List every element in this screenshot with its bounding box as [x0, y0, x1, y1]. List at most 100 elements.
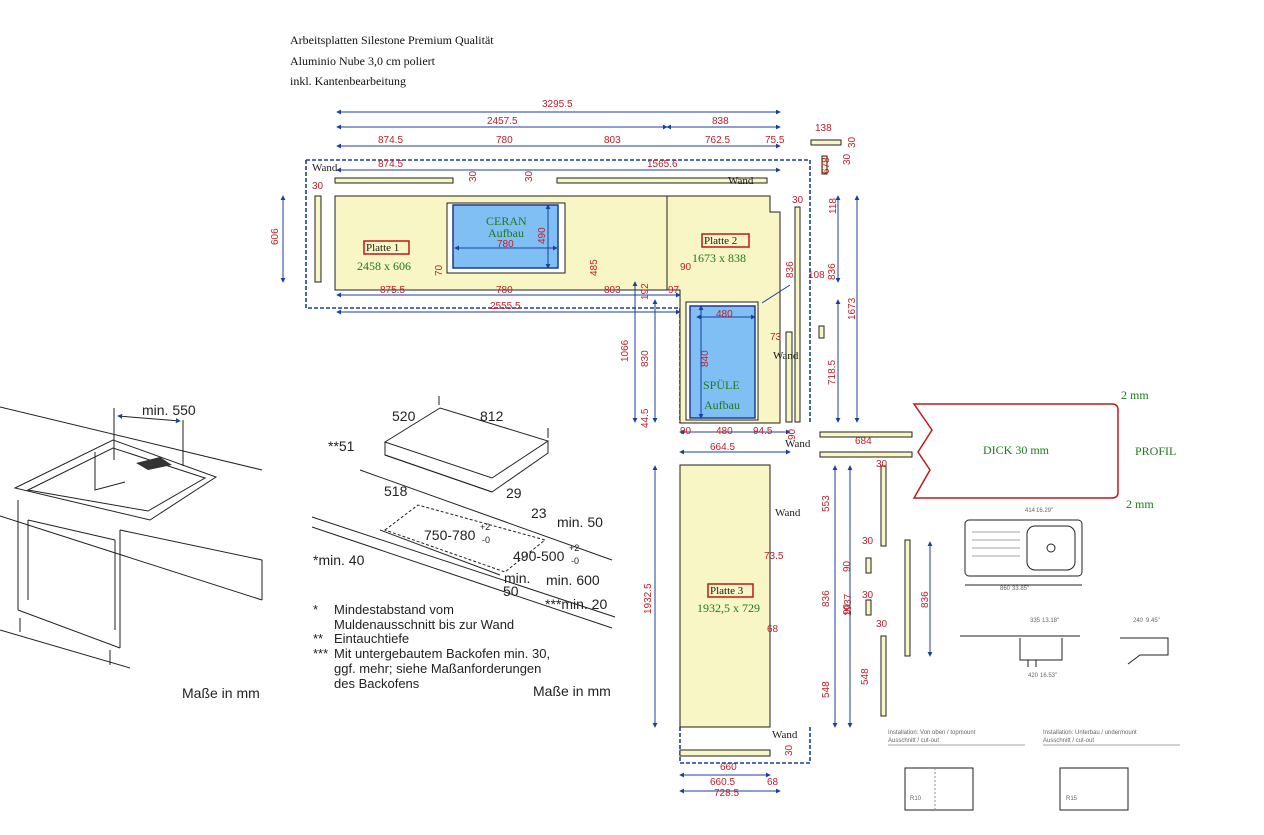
- svg-text:660: 660: [720, 762, 737, 773]
- svg-text:ggf. mehr; siehe Maßanforderun: ggf. mehr; siehe Maßanforderungen: [334, 661, 541, 676]
- install-undermount-cut: Ausschnitt / cut-out: [1043, 738, 1094, 744]
- plate-3-label: Platte 3: [710, 585, 744, 597]
- plate-2-label: Platte 2: [704, 235, 737, 247]
- svg-text:335: 335: [1030, 618, 1041, 624]
- svg-text:***: ***: [313, 646, 328, 661]
- svg-text:30: 30: [862, 590, 874, 601]
- svg-text:1932.5: 1932.5: [643, 583, 654, 614]
- profile-edge-top: 2 mm: [1121, 388, 1149, 402]
- install-undermount: Installation: Unterbau / undermount: [1043, 730, 1137, 736]
- svg-text:718.5: 718.5: [827, 360, 838, 385]
- worktop-plan: Wand Wand Wand Wand Wand Wand Platte 1 2…: [270, 99, 933, 799]
- svg-text:138: 138: [815, 123, 832, 134]
- svg-text:Muldenausschnitt bis zur Wand: Muldenausschnitt bis zur Wand: [334, 617, 514, 632]
- svg-text:97: 97: [668, 285, 680, 296]
- svg-text:1937: 1937: [843, 593, 854, 616]
- svg-text:780: 780: [496, 285, 513, 296]
- svg-text:660.5: 660.5: [710, 777, 735, 788]
- svg-text:684: 684: [855, 436, 872, 447]
- svg-text:30: 30: [842, 153, 853, 165]
- wall-label-right-mid: Wand: [773, 350, 799, 362]
- plate-2-size: 1673 x 838: [692, 251, 746, 265]
- svg-text:548: 548: [860, 668, 871, 685]
- hob-dim-518: 518: [384, 483, 408, 499]
- ceran-sub: Aufbau: [488, 226, 524, 240]
- svg-text:94.5: 94.5: [753, 426, 773, 437]
- svg-text:664.5: 664.5: [710, 442, 735, 453]
- svg-text:874.5: 874.5: [378, 159, 403, 170]
- svg-text:830: 830: [640, 350, 651, 367]
- hob-dim-51: **51: [328, 438, 355, 454]
- svg-text:240: 240: [1133, 618, 1144, 624]
- svg-text:874.5: 874.5: [378, 135, 403, 146]
- svg-text:606: 606: [270, 228, 281, 245]
- svg-text:30: 30: [847, 136, 858, 148]
- svg-text:90: 90: [680, 262, 692, 273]
- svg-text:485: 485: [589, 259, 600, 276]
- hob-tol-minus-1: -0: [482, 535, 490, 545]
- svg-text:90: 90: [787, 428, 798, 440]
- svg-text:R15: R15: [1066, 796, 1078, 802]
- svg-text:30: 30: [876, 619, 888, 630]
- svg-text:553: 553: [821, 495, 832, 512]
- profile-title: DICK 30 mm: [983, 443, 1050, 457]
- svg-text:33.85": 33.85": [1012, 586, 1029, 592]
- hob-dim-min600: min. 600: [546, 572, 600, 588]
- svg-text:678: 678: [821, 157, 832, 174]
- svg-text:73.5: 73.5: [764, 551, 784, 562]
- svg-text:68: 68: [767, 777, 779, 788]
- svg-text:75.5: 75.5: [765, 135, 785, 146]
- profile-label: PROFIL: [1135, 444, 1176, 458]
- svg-text:836: 836: [785, 261, 796, 278]
- svg-text:Mit untergebautem Backofen min: Mit untergebautem Backofen min. 30,: [334, 646, 550, 661]
- sink-iso-min-label: min. 550: [142, 402, 196, 418]
- note-line-3: inkl. Kantenbearbeitung: [290, 74, 406, 88]
- plate-1-size: 2458 x 606: [357, 259, 411, 273]
- svg-text:30: 30: [876, 459, 888, 470]
- svg-text:30: 30: [524, 170, 535, 182]
- svg-text:480: 480: [716, 309, 733, 320]
- svg-text:414: 414: [1025, 508, 1036, 514]
- hob-tol-minus-2: -0: [571, 556, 579, 566]
- dimension-lines: [280, 109, 933, 794]
- hob-isometric: 520 812 **51 518 29 23 750-780 +2 -0 490…: [311, 396, 616, 699]
- svg-text:30: 30: [468, 170, 479, 182]
- wall-label-bottom: Wand: [772, 729, 798, 741]
- svg-text:1673: 1673: [847, 297, 858, 320]
- svg-text:90: 90: [680, 426, 692, 437]
- plate-3-size: 1932,5 x 729: [697, 601, 760, 615]
- hob-dim-min20: ***min. 20: [545, 596, 607, 612]
- svg-text:840: 840: [700, 350, 711, 367]
- hob-dim-520: 520: [392, 408, 416, 424]
- svg-text:838: 838: [712, 116, 729, 127]
- svg-text:des Backofens: des Backofens: [334, 676, 420, 691]
- svg-text:803: 803: [604, 285, 621, 296]
- sink-spec-side: 335 13.18" 420 16.53" 240 9.45": [960, 618, 1169, 679]
- hob-units: Maße in mm: [533, 683, 611, 699]
- edge-profile: DICK 30 mm PROFIL 2 mm 2 mm: [912, 388, 1176, 511]
- svg-text:836: 836: [821, 590, 832, 607]
- svg-text:2555.5: 2555.5: [490, 301, 521, 312]
- hob-dim-min50: min. 50: [557, 514, 603, 530]
- ceran-label: CERAN: [486, 214, 527, 228]
- hob-dim-812: 812: [480, 408, 504, 424]
- svg-text:30: 30: [862, 536, 874, 547]
- hob-tol-plus-2: +2: [569, 543, 579, 553]
- svg-text:836: 836: [920, 591, 931, 608]
- plate-1-label: Platte 1: [366, 242, 399, 254]
- svg-text:780: 780: [497, 239, 514, 250]
- hob-dim-cut-width: 490-500: [513, 548, 565, 564]
- hob-dim-min: min.: [504, 570, 530, 586]
- svg-text:762.5: 762.5: [705, 135, 730, 146]
- hob-tol-plus-1: +2: [480, 522, 490, 532]
- svg-text:875.5: 875.5: [380, 285, 405, 296]
- dimension-values: 3295.5 2457.5 838 874.5 780 803 762.5 75…: [270, 99, 931, 799]
- svg-text:16.53": 16.53": [1040, 673, 1057, 679]
- svg-text:**: **: [313, 631, 323, 646]
- svg-text:70: 70: [434, 264, 445, 276]
- svg-text:420: 420: [1028, 673, 1039, 679]
- hob-dim-23: 23: [531, 505, 547, 521]
- wall-label-top-right: Wand: [728, 175, 754, 187]
- svg-text:480: 480: [716, 426, 733, 437]
